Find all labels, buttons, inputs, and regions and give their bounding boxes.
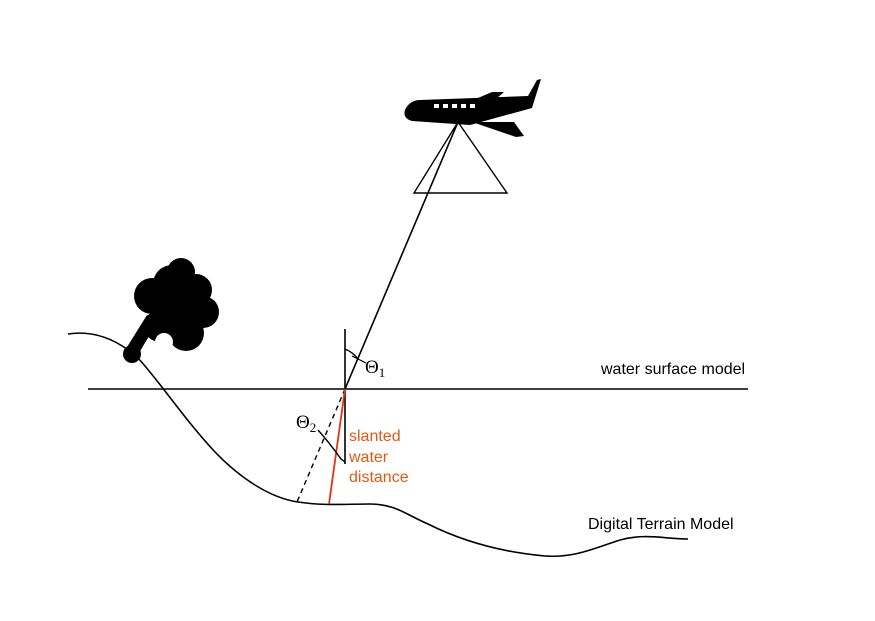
- refracted-ray: [328, 388, 346, 505]
- incident-laser-ray: [344, 121, 459, 390]
- svg-text:distance: distance: [349, 469, 409, 486]
- svg-text:slanted: slanted: [349, 428, 401, 445]
- slanted-water-distance-label: slanted water distance: [348, 428, 409, 486]
- airplane-icon: [404, 79, 541, 137]
- theta1-leader: [351, 355, 367, 364]
- terrain-profile: [67, 332, 689, 558]
- svg-text:water: water: [348, 449, 389, 466]
- terrain-label: Digital Terrain Model: [588, 516, 734, 533]
- unrefracted-ray-dashed: [296, 388, 346, 503]
- tree-icon: [123, 258, 219, 363]
- theta1-label: Θ1: [365, 357, 385, 380]
- water-surface-label: water surface model: [600, 361, 745, 378]
- laser-footprint-cone: [412, 120, 509, 194]
- theta2-arc: [317, 429, 346, 463]
- theta2-label: Θ2: [296, 412, 316, 435]
